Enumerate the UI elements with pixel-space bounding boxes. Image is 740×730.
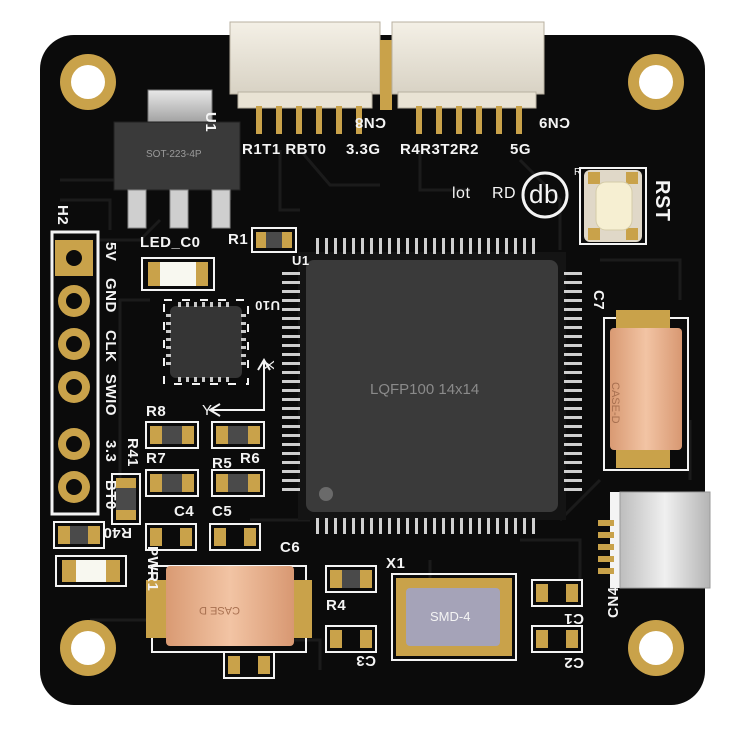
capacitor-c7 xyxy=(603,310,689,471)
header-pin-swio: SWIO xyxy=(102,374,119,416)
regulator-package-label: SOT-223-4P xyxy=(146,149,202,160)
label-cn9: CN9 xyxy=(538,114,570,131)
label-pwr1: PWR1 xyxy=(144,546,161,592)
chip-u10 xyxy=(163,299,249,385)
mcu-pins xyxy=(282,238,582,534)
header-pin-gnd: GND xyxy=(102,278,119,313)
label-x1: X1 xyxy=(386,555,406,572)
resistors-and-caps xyxy=(53,421,583,679)
label-r6: R6 xyxy=(240,450,261,467)
mcu-package-label: LQFP100 14x14 xyxy=(370,381,480,398)
header-pin-5v: 5V xyxy=(102,242,119,262)
label-u1-mcu: U1 xyxy=(292,253,310,268)
label-cn4: CN4 xyxy=(605,586,622,618)
capacitor-c6 xyxy=(146,565,312,653)
label-led-c0: LED_C0 xyxy=(140,234,201,251)
led-c0 xyxy=(141,257,215,291)
db-logo xyxy=(521,171,569,219)
label-c2: C2 xyxy=(563,654,584,671)
resistor-r1 xyxy=(251,227,297,253)
label-cn8-pins: R1T1 RBT0 xyxy=(242,141,327,158)
db-logo-mark: R xyxy=(574,167,582,178)
label-c4: C4 xyxy=(174,503,195,520)
label-axis-x: X xyxy=(260,360,277,371)
label-u10: U10 xyxy=(254,298,280,313)
c6-package-label: CASE D xyxy=(199,604,240,616)
mcu-lqfp100 xyxy=(282,238,582,534)
axis-marker xyxy=(208,358,271,417)
usb-connector-cn4 xyxy=(598,491,711,589)
label-rst: RST xyxy=(651,180,673,222)
label-r1: R1 xyxy=(228,231,249,248)
regulator-u1 xyxy=(113,89,241,229)
label-u1-regulator: U1 xyxy=(202,112,219,133)
c7-package-label: CASE-D xyxy=(609,382,621,424)
crystal-package-label: SMD-4 xyxy=(430,609,471,624)
label-rd: RD xyxy=(492,185,517,202)
label-r41: R41 xyxy=(124,438,141,468)
label-c1: C1 xyxy=(563,610,584,627)
label-lot: lot xyxy=(452,185,471,202)
label-cn9-pins: R4R3T2R2 xyxy=(400,141,480,158)
header-pin-clk: CLK xyxy=(102,330,119,363)
label-h2: H2 xyxy=(54,205,71,226)
label-c6: C6 xyxy=(280,539,301,556)
reset-button xyxy=(579,167,647,245)
header-pin-bt0: BT0 xyxy=(102,480,119,510)
db-logo-text: db xyxy=(529,179,559,209)
connector-cn8 xyxy=(229,21,392,134)
label-cn9-5g: 5G xyxy=(510,141,532,158)
label-c7: C7 xyxy=(590,290,607,311)
label-r7: R7 xyxy=(146,450,167,467)
connector-cn9 xyxy=(391,21,545,134)
label-axis-y: Y xyxy=(202,402,213,419)
mounting-holes xyxy=(60,54,684,676)
label-r40: R40 xyxy=(102,524,132,541)
label-r4: R4 xyxy=(326,597,347,614)
label-r5: R5 xyxy=(212,455,233,472)
header-h2 xyxy=(50,230,100,516)
crystal-x1 xyxy=(391,573,517,661)
label-c3: C3 xyxy=(355,652,376,669)
label-r8: R8 xyxy=(146,403,167,420)
header-pin-3v3: 3.3 xyxy=(102,440,119,463)
label-cn8: CN8 xyxy=(354,114,386,131)
label-mid-pins: 3.3G xyxy=(346,141,381,158)
label-c5: C5 xyxy=(212,503,233,520)
